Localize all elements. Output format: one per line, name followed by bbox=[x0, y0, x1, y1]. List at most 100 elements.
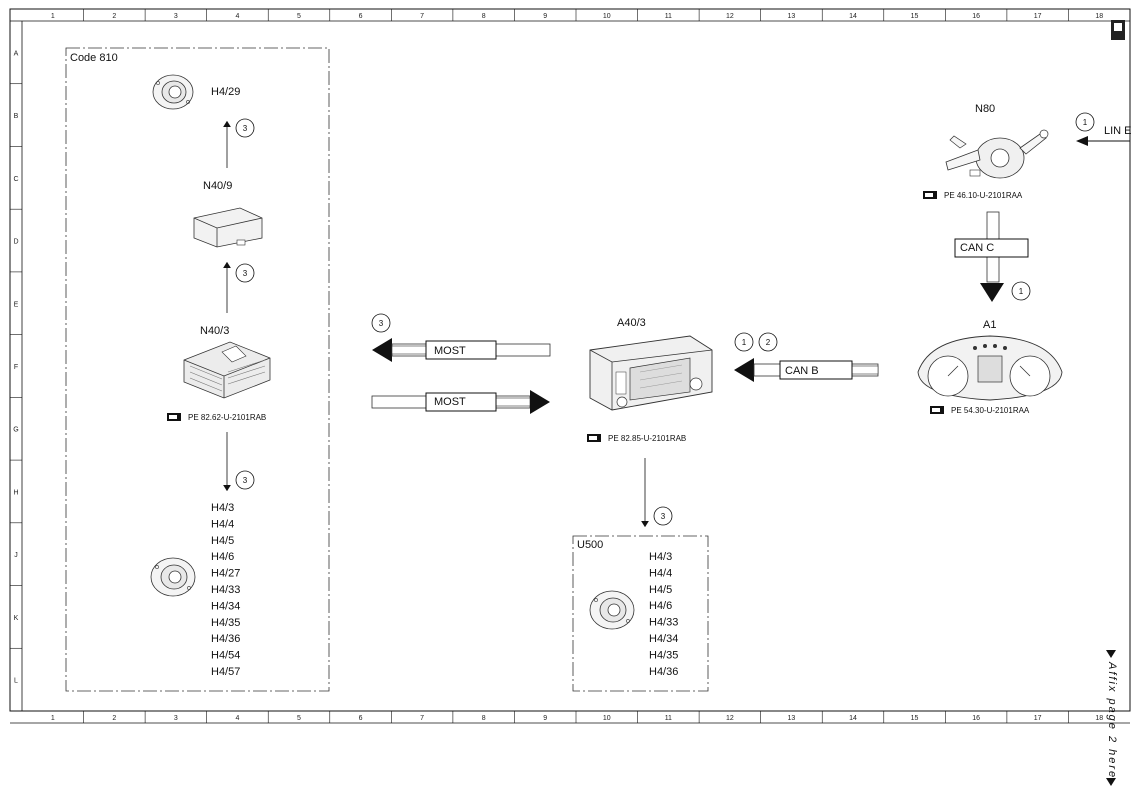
row-letter: C bbox=[13, 176, 18, 183]
speaker-label: H4/27 bbox=[211, 568, 240, 580]
reference-pointer-icon bbox=[167, 413, 181, 421]
speaker-label: H4/5 bbox=[649, 584, 672, 596]
u500-group-border bbox=[572, 535, 709, 692]
svg-text:1: 1 bbox=[742, 338, 747, 347]
label-n40-9: N40/9 bbox=[203, 180, 232, 192]
svg-text:3: 3 bbox=[243, 124, 248, 133]
code-810-group-border bbox=[65, 47, 330, 692]
reference-circle: 3 bbox=[235, 470, 255, 490]
speaker-icon bbox=[150, 557, 196, 597]
column-number: 4 bbox=[235, 13, 239, 20]
column-number: 15 bbox=[911, 715, 919, 722]
row-letter: G bbox=[13, 427, 18, 434]
reference-circle: 1 bbox=[1075, 112, 1095, 132]
svg-text:3: 3 bbox=[379, 319, 384, 328]
document-icon bbox=[1111, 20, 1125, 40]
ref-a1: PE 54.30-U-2101RAA bbox=[951, 406, 1030, 415]
column-number: 12 bbox=[726, 13, 734, 20]
column-number: 8 bbox=[482, 13, 486, 20]
row-letter: L bbox=[14, 678, 18, 685]
affix-arrow-top-icon bbox=[1106, 650, 1116, 658]
speaker-label: H4/3 bbox=[649, 551, 672, 563]
label-h4-29: H4/29 bbox=[211, 86, 240, 98]
can-c-bus-arrow bbox=[954, 211, 1029, 302]
ref-a40-3: PE 82.85-U-2101RAB bbox=[608, 434, 686, 443]
reference-pointer-icon bbox=[587, 434, 601, 442]
reference-pointer-icon bbox=[923, 191, 937, 199]
affix-note: Affix page 2 here bbox=[1106, 662, 1118, 780]
label-lin-e: LIN E bbox=[1104, 125, 1132, 137]
column-number: 7 bbox=[420, 13, 424, 20]
column-number: 2 bbox=[112, 715, 116, 722]
can-b-bus-arrow bbox=[734, 358, 879, 382]
svg-text:2: 2 bbox=[766, 338, 771, 347]
column-number: 12 bbox=[726, 715, 734, 722]
speaker-label: H4/34 bbox=[649, 633, 678, 645]
ref-n80: PE 46.10-U-2101RAA bbox=[944, 191, 1023, 200]
column-number: 15 bbox=[911, 13, 919, 20]
group-title-code-810: Code 810 bbox=[70, 52, 118, 64]
reference-circle: 3 bbox=[235, 118, 255, 138]
column-number: 8 bbox=[482, 715, 486, 722]
most-bus-in-arrow bbox=[371, 390, 550, 414]
speaker-label: H4/6 bbox=[649, 600, 672, 612]
column-number: 10 bbox=[603, 715, 611, 722]
column-number: 7 bbox=[420, 715, 424, 722]
speaker-label: H4/57 bbox=[211, 666, 240, 678]
reference-circle: 3 bbox=[371, 313, 391, 333]
row-letter: K bbox=[14, 615, 19, 622]
steering-column-module-n80-icon bbox=[945, 129, 1049, 179]
column-number: 2 bbox=[112, 13, 116, 20]
row-letter: E bbox=[14, 301, 19, 308]
column-number: 9 bbox=[543, 13, 547, 20]
svg-text:1: 1 bbox=[1083, 118, 1088, 127]
column-number: 14 bbox=[849, 715, 857, 722]
column-number: 3 bbox=[174, 13, 178, 20]
affix-arrow-bottom-icon bbox=[1106, 778, 1116, 786]
reference-circle: 1 bbox=[734, 332, 754, 352]
row-letter: D bbox=[13, 239, 18, 246]
reference-circle: 1 bbox=[1011, 281, 1031, 301]
reference-circle: 3 bbox=[653, 506, 673, 526]
reference-pointer-icon bbox=[930, 406, 944, 414]
column-number: 16 bbox=[972, 715, 980, 722]
reference-circle: 2 bbox=[758, 332, 778, 352]
column-number: 1 bbox=[51, 13, 55, 20]
svg-text:3: 3 bbox=[661, 512, 666, 521]
column-number: 4 bbox=[235, 715, 239, 722]
instrument-cluster-a1-icon bbox=[917, 335, 1063, 401]
speaker-label: H4/36 bbox=[649, 666, 678, 678]
speaker-label: H4/35 bbox=[211, 617, 240, 629]
ref-n40-3: PE 82.62-U-2101RAB bbox=[188, 413, 266, 422]
row-letter: H bbox=[13, 489, 18, 496]
label-a1: A1 bbox=[983, 319, 996, 331]
row-letter: B bbox=[14, 113, 19, 120]
speaker-label: H4/35 bbox=[649, 649, 678, 661]
label-most-out: MOST bbox=[434, 345, 466, 357]
column-number: 5 bbox=[297, 13, 301, 20]
column-number: 3 bbox=[174, 715, 178, 722]
speaker-label: H4/54 bbox=[211, 650, 240, 662]
column-number: 6 bbox=[359, 715, 363, 722]
column-number: 18 bbox=[1095, 13, 1103, 20]
row-letter: J bbox=[14, 552, 18, 559]
speaker-label: H4/36 bbox=[211, 633, 240, 645]
speaker-label: H4/33 bbox=[211, 584, 240, 596]
column-number: 17 bbox=[1034, 715, 1042, 722]
label-most-in: MOST bbox=[434, 396, 466, 408]
column-number: 11 bbox=[665, 715, 672, 722]
speaker-label: H4/34 bbox=[211, 600, 240, 612]
most-bus-out-arrow bbox=[372, 338, 551, 362]
column-number: 5 bbox=[297, 715, 301, 722]
column-number: 16 bbox=[972, 13, 980, 20]
label-n80: N80 bbox=[975, 103, 995, 115]
column-number: 1 bbox=[51, 715, 55, 722]
column-number: 6 bbox=[359, 13, 363, 20]
svg-text:3: 3 bbox=[243, 269, 248, 278]
speaker-label: H4/4 bbox=[211, 518, 234, 530]
label-n40-3: N40/3 bbox=[200, 325, 229, 337]
